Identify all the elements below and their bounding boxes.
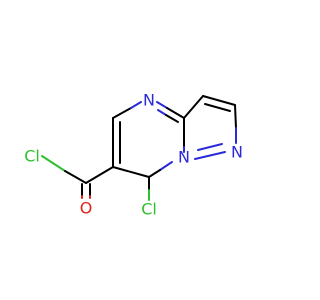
bond-cl-c-acyl-inner — [64, 170, 87, 184]
bond-n4-c3a-inner-b — [165, 114, 179, 123]
bond-cl-c-acyl — [41, 155, 66, 172]
molecule-structure: Cl O Cl N N N — [24, 91, 243, 219]
bond-c-acyl-c6 — [85, 166, 114, 184]
bond-n4-c3a — [156, 101, 168, 109]
bond-c7-c6 — [112, 166, 150, 178]
atom-label-o-carbonyl: O — [80, 199, 93, 218]
bond-c2-n1 — [234, 104, 237, 129]
bond-n4-c3a-inner — [157, 109, 167, 116]
bond-c3a-c3 — [183, 95, 204, 119]
atom-label-n-bridgehead: N — [178, 148, 190, 167]
bond-n7a-c7-b — [148, 169, 161, 178]
bond-n7a-c7 — [159, 161, 173, 171]
molecule-canvas: Cl O Cl N N N — [24, 90, 243, 219]
bond-c5-n4 — [112, 107, 132, 119]
bond-c3-c2 — [202, 95, 236, 106]
atom-label-n-pyrimidine: N — [143, 91, 155, 110]
bonds-group — [41, 95, 237, 201]
bond-n4-c3a-b — [166, 107, 185, 119]
atom-label-cl-ring: Cl — [141, 200, 157, 219]
bond-c5-n4-b — [130, 101, 142, 109]
atom-labels-group: Cl O Cl N N N — [24, 91, 243, 219]
atom-label-cl-acyl: Cl — [24, 147, 40, 166]
bond-c3-c2-inner — [204, 103, 231, 112]
bond-n1-n7a — [194, 151, 226, 160]
bond-n1-n7a-inner — [197, 143, 223, 151]
atom-label-n-pyrazole: N — [231, 143, 243, 162]
